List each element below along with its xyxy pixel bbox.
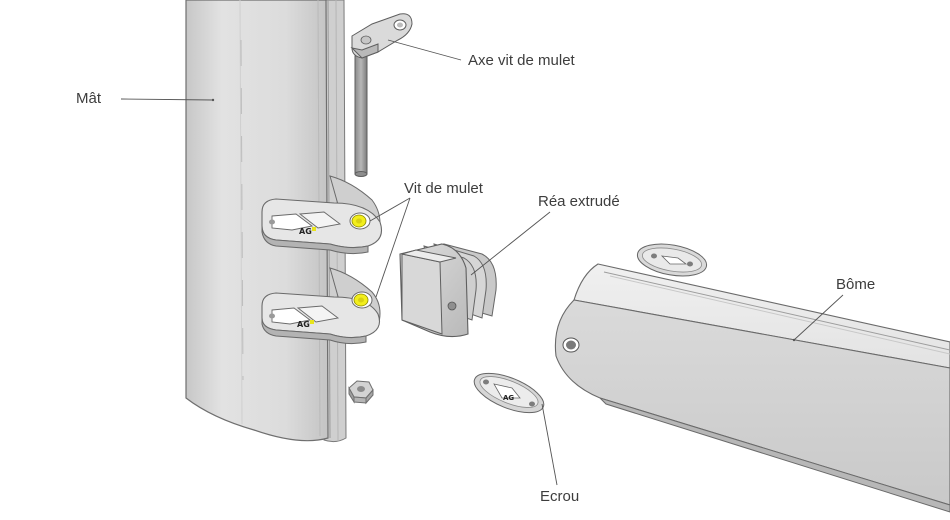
leader-vit-de-mulet-lower: [375, 197, 411, 298]
label-rea-extrude: Réa extrudé: [538, 193, 620, 210]
lower-nut-plate: AG: [473, 372, 545, 414]
bracket-logo-icon: AG: [297, 320, 314, 329]
upper-mast-bracket: AG: [261, 175, 383, 255]
bracket-logo-icon: AG: [299, 227, 316, 236]
leader-bome: [793, 294, 844, 341]
label-vit-de-mulet: Vit de mulet: [404, 180, 483, 197]
label-mat: Mât: [76, 90, 102, 107]
leader-axe-vit-de-mulet: [387, 39, 462, 61]
nut-logo-icon: AG: [503, 394, 514, 402]
leader-mat: [120, 98, 214, 101]
leader-rea-extrude: [470, 211, 551, 276]
extruded-sheave: [399, 243, 497, 338]
leader-lines: [120, 39, 844, 486]
gooseneck-pin: [350, 13, 413, 177]
leader-ecrou: [541, 403, 558, 486]
label-ecrou: Ecrou: [540, 488, 580, 505]
upper-nut-plate: [636, 243, 708, 277]
label-axe-vit-de-mulet: Axe vit de mulet: [468, 52, 575, 69]
svg-text:AG: AG: [503, 394, 514, 402]
svg-text:AG: AG: [299, 227, 312, 236]
lower-mast-bracket: AG: [261, 267, 381, 345]
label-bome: Bôme: [836, 276, 876, 293]
leader-vit-de-mulet-upper: [369, 197, 411, 222]
small-hex-nut: [348, 380, 374, 405]
boom: [554, 263, 950, 513]
svg-text:AG: AG: [297, 320, 310, 329]
